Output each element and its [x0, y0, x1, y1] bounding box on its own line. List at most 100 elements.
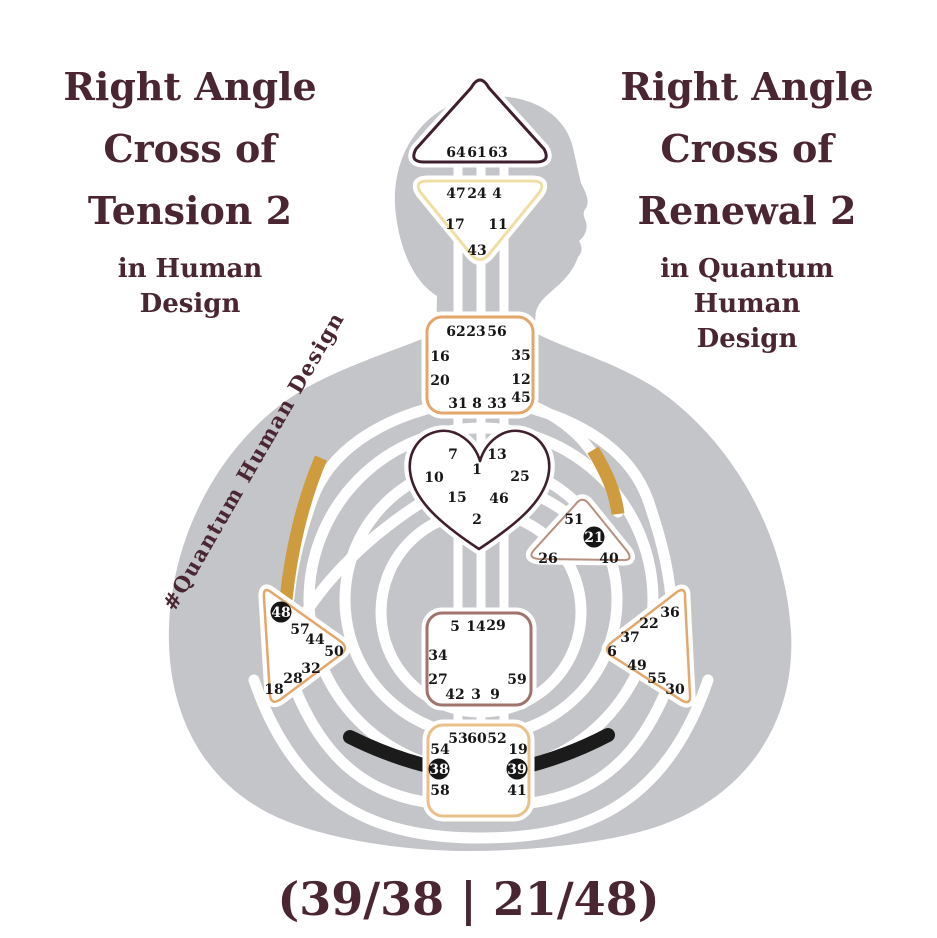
left-title-block: Right Angle Cross of Tension 2 in Human …	[20, 56, 360, 322]
right-subtitle-line-1: in Quantum	[660, 254, 834, 284]
will-center-shape	[530, 498, 631, 562]
ajna-center-shape	[416, 179, 544, 261]
left-subtitle-line-2: Design	[139, 289, 241, 319]
gate-number-29: 29	[486, 618, 505, 634]
gate-number-20: 20	[430, 373, 450, 389]
gate-39-filled-circle	[506, 758, 528, 780]
gate-number-57: 57	[290, 622, 309, 638]
cross-gates-label: (39/38 | 21/48)	[277, 872, 660, 926]
gate-number-15: 15	[447, 490, 466, 506]
solar-plexus-center	[601, 584, 696, 708]
gate-number-27: 27	[428, 672, 447, 688]
gate-number-58: 58	[430, 783, 449, 799]
gate-number-7: 7	[448, 447, 458, 463]
channels-gold	[279, 446, 625, 601]
gate-number-17: 17	[445, 217, 464, 233]
right-subtitle-line-3: Design	[696, 324, 798, 354]
gate-number-3: 3	[471, 687, 481, 703]
gate-number-60: 60	[467, 731, 487, 747]
gate-number-56: 56	[487, 324, 506, 340]
gate-number-23: 23	[466, 324, 485, 340]
gate-number-35: 35	[511, 348, 530, 364]
gate-number-6: 6	[607, 644, 617, 660]
gate-38-filled-circle	[428, 758, 450, 780]
gate-number-21: 21	[584, 530, 603, 546]
head-center-shape	[412, 78, 548, 164]
g-center-shape	[408, 429, 551, 551]
gate-number-43: 43	[467, 243, 486, 259]
gate-number-8: 8	[472, 396, 482, 412]
gate-number-44: 44	[305, 632, 325, 648]
gate-number-4: 4	[492, 186, 502, 202]
gate-number-30: 30	[665, 682, 685, 698]
gate-number-31: 31	[448, 396, 467, 412]
gate-number-11: 11	[488, 217, 507, 233]
gate-number-40: 40	[599, 551, 619, 567]
gate-number-48: 48	[271, 605, 290, 621]
gate-number-16: 16	[430, 349, 449, 365]
gate-number-53: 53	[448, 731, 467, 747]
right-title-block: Right Angle Cross of Renewal 2 in Quantu…	[577, 56, 917, 357]
gate-number-13: 13	[487, 447, 506, 463]
throat-center	[421, 311, 539, 419]
left-subtitle-line-1: in Human	[117, 254, 263, 284]
gate-number-33: 33	[487, 396, 506, 412]
right-title-line-2: Cross of	[660, 126, 834, 171]
gate-number-36: 36	[660, 605, 679, 621]
solar-plexus-center-shape	[605, 588, 692, 704]
gate-number-26: 26	[538, 551, 557, 567]
gate-number-38: 38	[429, 762, 448, 778]
gate-number-32: 32	[301, 661, 320, 677]
throat-center-shape	[425, 315, 535, 415]
gate-number-22: 22	[639, 616, 658, 632]
gate-number-61: 61	[467, 145, 486, 161]
gate-number-41: 41	[507, 783, 526, 799]
gate-number-50: 50	[324, 644, 344, 660]
right-title-line-3: Renewal 2	[637, 188, 857, 233]
gate-number-5: 5	[450, 619, 460, 635]
gate-number-1: 1	[472, 462, 482, 478]
g-center	[404, 425, 555, 555]
gate-number-37: 37	[620, 630, 639, 646]
gate-number-39: 39	[507, 762, 526, 778]
left-subtitle: in Human Design	[20, 252, 360, 322]
gate-number-63: 63	[488, 145, 507, 161]
gate-number-12: 12	[511, 372, 530, 388]
gate-number-62: 62	[446, 324, 465, 340]
gold-channel-48-16	[279, 455, 327, 601]
right-title-line-1: Right Angle	[620, 64, 874, 109]
gate-number-52: 52	[487, 731, 506, 747]
sacral-center	[421, 607, 537, 711]
gate-48-filled-circle	[270, 601, 292, 623]
gate-number-2: 2	[472, 512, 482, 528]
right-subtitle-line-2: Human	[693, 289, 801, 319]
ajna-center	[412, 175, 548, 265]
root-center-shape	[426, 723, 531, 818]
gate-number-25: 25	[510, 469, 529, 485]
gate-number-54: 54	[430, 742, 450, 758]
gate-number-19: 19	[508, 742, 527, 758]
sacral-center-shape	[425, 611, 533, 707]
gate-number-18: 18	[264, 682, 283, 698]
right-subtitle: in Quantum Human Design	[577, 252, 917, 357]
gate-number-64: 64	[446, 145, 466, 161]
left-title-line-1: Right Angle	[63, 64, 317, 109]
gate-number-42: 42	[445, 687, 464, 703]
gate-number-59: 59	[507, 672, 526, 688]
gate-number-14: 14	[466, 619, 486, 635]
gate-number-10: 10	[424, 470, 444, 486]
gate-number-28: 28	[283, 671, 302, 687]
will-center	[526, 494, 636, 566]
gate-number-51: 51	[564, 512, 583, 528]
gate-number-34: 34	[428, 648, 448, 664]
channel-bottom-arc-2	[248, 674, 714, 844]
gate-number-46: 46	[489, 491, 508, 507]
gold-channel-21-45	[587, 446, 625, 515]
left-title-line-3: Tension 2	[87, 188, 293, 233]
gate-number-9: 9	[490, 687, 500, 703]
head-center	[408, 74, 552, 168]
gate-21-filled-circle	[583, 526, 605, 548]
